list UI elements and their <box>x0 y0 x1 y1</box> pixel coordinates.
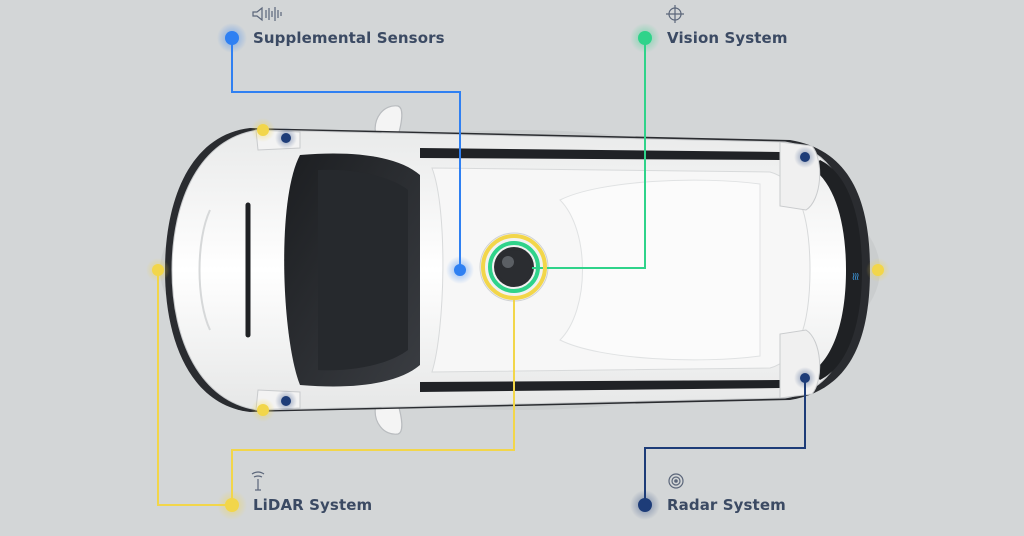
vision-legend-dot <box>638 31 652 45</box>
radar-sensor-dot-rear-bottom <box>800 373 810 383</box>
supplemental-sensors-label: Supplemental Sensors <box>253 29 445 47</box>
radar-sensor-dot-front-top <box>281 133 291 143</box>
lidar-connector-line <box>157 268 232 506</box>
supplemental-legend-dot <box>225 31 239 45</box>
lidar-dome-connector-line <box>231 300 515 505</box>
lidar-sensor-dot-front-bottom <box>257 404 269 416</box>
supplemental-connector-line <box>231 38 461 270</box>
crosshair-circle-icon <box>666 5 684 23</box>
radar-target-icon <box>668 473 684 489</box>
radar-sensor-dot-front-bottom <box>281 396 291 406</box>
vision-system-label: Vision System <box>667 29 788 47</box>
radar-legend-dot <box>638 498 652 512</box>
side-mirror-top <box>374 105 403 137</box>
lidar-system-label: LiDAR System <box>253 496 373 514</box>
radar-system-label: Radar System <box>667 496 786 514</box>
supplemental-sensor-dot <box>454 264 466 276</box>
speaker-sound-wave-icon <box>252 6 282 22</box>
side-mirror-bottom <box>374 403 403 435</box>
radar-connector-line <box>644 378 806 505</box>
lidar-legend-dot <box>225 498 239 512</box>
lidar-sensor-dot-front <box>152 264 164 276</box>
vision-lidar-dome-rings <box>481 234 547 300</box>
connector-lines <box>157 38 806 506</box>
lidar-sensor-dot-rear <box>872 264 884 276</box>
sensor-dots <box>146 118 890 422</box>
signal-tower-icon <box>251 471 265 491</box>
lidar-sensor-dot-front-top <box>257 124 269 136</box>
vision-connector-line <box>532 38 646 269</box>
radar-sensor-dot-rear-top <box>800 152 810 162</box>
legend-markers <box>217 23 660 520</box>
svg-text:≋: ≋ <box>849 272 862 281</box>
